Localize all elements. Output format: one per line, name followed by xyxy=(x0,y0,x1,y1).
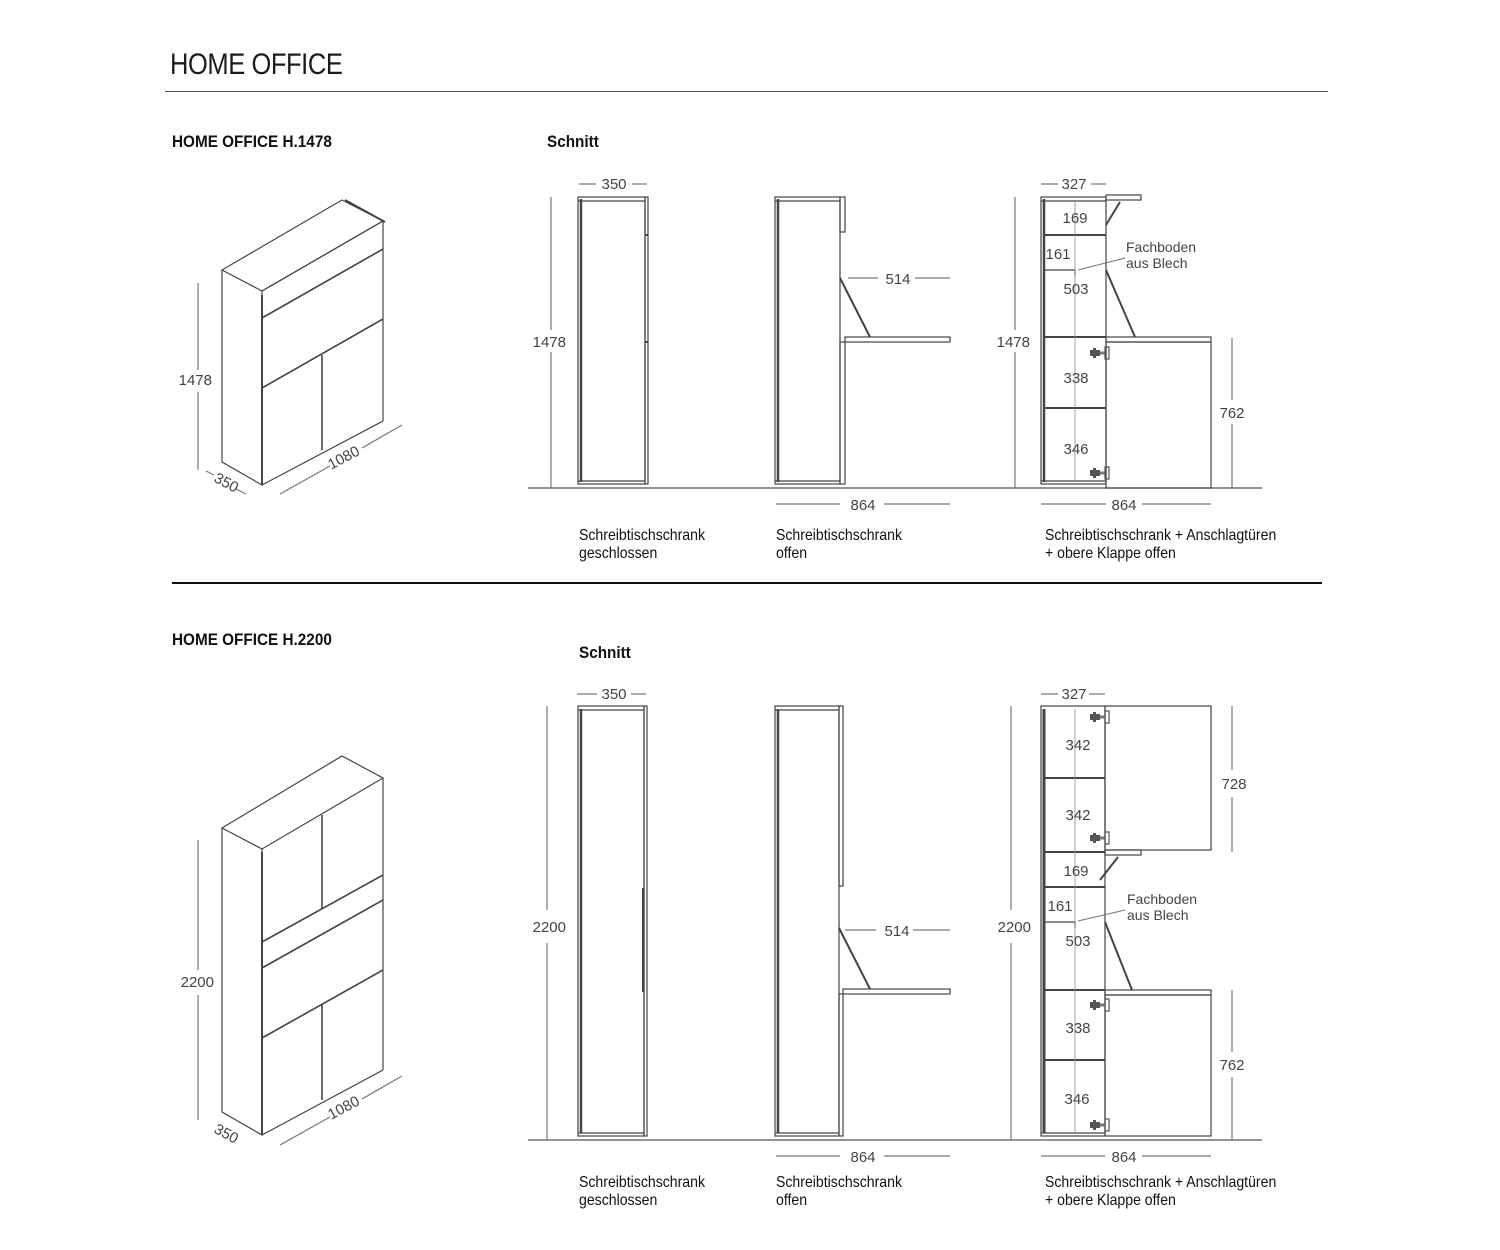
dim-door: 762 xyxy=(1219,405,1244,422)
dim-compartment: 338 xyxy=(1063,370,1088,387)
caption-line: Schreibtischschrank xyxy=(776,1174,902,1191)
dim-compartment: 338 xyxy=(1065,1020,1090,1037)
caption-line: Schreibtischschrank + Anschlagtüren xyxy=(1045,527,1277,544)
dim-desk: 514 xyxy=(885,271,910,288)
dim-compartment: 169 xyxy=(1062,210,1087,227)
iso-cabinet-h1478 xyxy=(197,199,403,495)
caption-line: Schreibtischschrank xyxy=(579,1174,705,1191)
caption-closed-h1478: Schreibtischschrank geschlossen xyxy=(579,527,705,563)
page-title: HOME OFFICE xyxy=(170,48,343,81)
dim-height: 1478 xyxy=(533,334,566,351)
caption-doors-open-h1478: Schreibtischschrank + Anschlagtüren + ob… xyxy=(1045,527,1276,563)
section-divider xyxy=(172,582,1322,584)
iso-cabinet-h2200 xyxy=(197,755,403,1146)
dim-compartment: 161 xyxy=(1045,246,1070,263)
section-title-h1478: HOME OFFICE H.1478 xyxy=(172,132,332,151)
caption-line: Schreibtischschrank + Anschlagtüren xyxy=(1045,1174,1277,1191)
section-closed-h1478 xyxy=(528,183,1262,489)
dim-height: 2200 xyxy=(998,919,1031,936)
annotation-blech: aus Blech xyxy=(1127,907,1188,923)
annotation-blech: aus Blech xyxy=(1126,255,1187,271)
dim-total: 864 xyxy=(850,497,875,514)
dim-total: 864 xyxy=(1111,1149,1136,1166)
dim-height: 1478 xyxy=(997,334,1030,351)
dim-width: 350 xyxy=(601,176,626,193)
dim-compartment: 346 xyxy=(1064,1091,1089,1108)
dim-width: 327 xyxy=(1061,176,1086,193)
caption-line: + obere Klappe offen xyxy=(1045,1192,1176,1209)
caption-closed-h2200: Schreibtischschrank geschlossen xyxy=(579,1174,705,1210)
annotation-fachboden: Fachboden xyxy=(1126,239,1196,255)
schnitt-label-h2200: Schnitt xyxy=(579,643,631,662)
dim-compartment: 161 xyxy=(1047,898,1072,915)
dim-iso-height: 1478 xyxy=(179,372,212,389)
dim-iso-width: 1080 xyxy=(325,1093,362,1124)
caption-line: Schreibtischschrank xyxy=(579,527,705,544)
dim-iso-width: 1080 xyxy=(325,443,362,474)
caption-open-h2200: Schreibtischschrank offen xyxy=(776,1174,902,1210)
dim-iso-depth: 350 xyxy=(211,470,241,497)
dim-compartment: 342 xyxy=(1065,737,1090,754)
dim-compartment: 346 xyxy=(1063,441,1088,458)
section-open-h2200 xyxy=(774,705,951,1157)
section-closed-h2200 xyxy=(528,693,1262,1141)
dim-iso-height: 2200 xyxy=(181,974,214,991)
section-title-h2200: HOME OFFICE H.2200 xyxy=(172,630,332,649)
title-rule xyxy=(165,91,1328,92)
caption-line: geschlossen xyxy=(579,1192,658,1209)
dim-width: 327 xyxy=(1061,686,1086,703)
dim-iso-depth: 350 xyxy=(211,1121,241,1148)
dim-door: 762 xyxy=(1219,1057,1244,1074)
section-open-h1478 xyxy=(774,196,951,505)
caption-line: + obere Klappe offen xyxy=(1045,545,1176,562)
section-doors-open-h2200 xyxy=(1010,693,1233,1157)
caption-doors-open-h2200: Schreibtischschrank + Anschlagtüren + ob… xyxy=(1045,1174,1276,1210)
dim-total: 864 xyxy=(850,1149,875,1166)
dim-total: 864 xyxy=(1111,497,1136,514)
dim-compartment: 342 xyxy=(1065,807,1090,824)
annotation-fachboden: Fachboden xyxy=(1127,891,1197,907)
caption-line: Schreibtischschrank xyxy=(776,527,902,544)
caption-line: geschlossen xyxy=(579,545,658,562)
caption-line: offen xyxy=(776,1192,808,1209)
dim-compartment: 169 xyxy=(1063,863,1088,880)
dim-height: 2200 xyxy=(533,919,566,936)
dim-desk: 514 xyxy=(884,923,909,940)
caption-line: offen xyxy=(776,545,808,562)
schnitt-label-h1478: Schnitt xyxy=(547,132,599,151)
dim-compartment: 503 xyxy=(1063,281,1088,298)
dim-upper-door: 728 xyxy=(1221,776,1246,793)
section-doors-open-h1478 xyxy=(1014,183,1233,505)
dim-compartment: 503 xyxy=(1065,933,1090,950)
dim-width: 350 xyxy=(601,686,626,703)
caption-open-h1478: Schreibtischschrank offen xyxy=(776,527,902,563)
